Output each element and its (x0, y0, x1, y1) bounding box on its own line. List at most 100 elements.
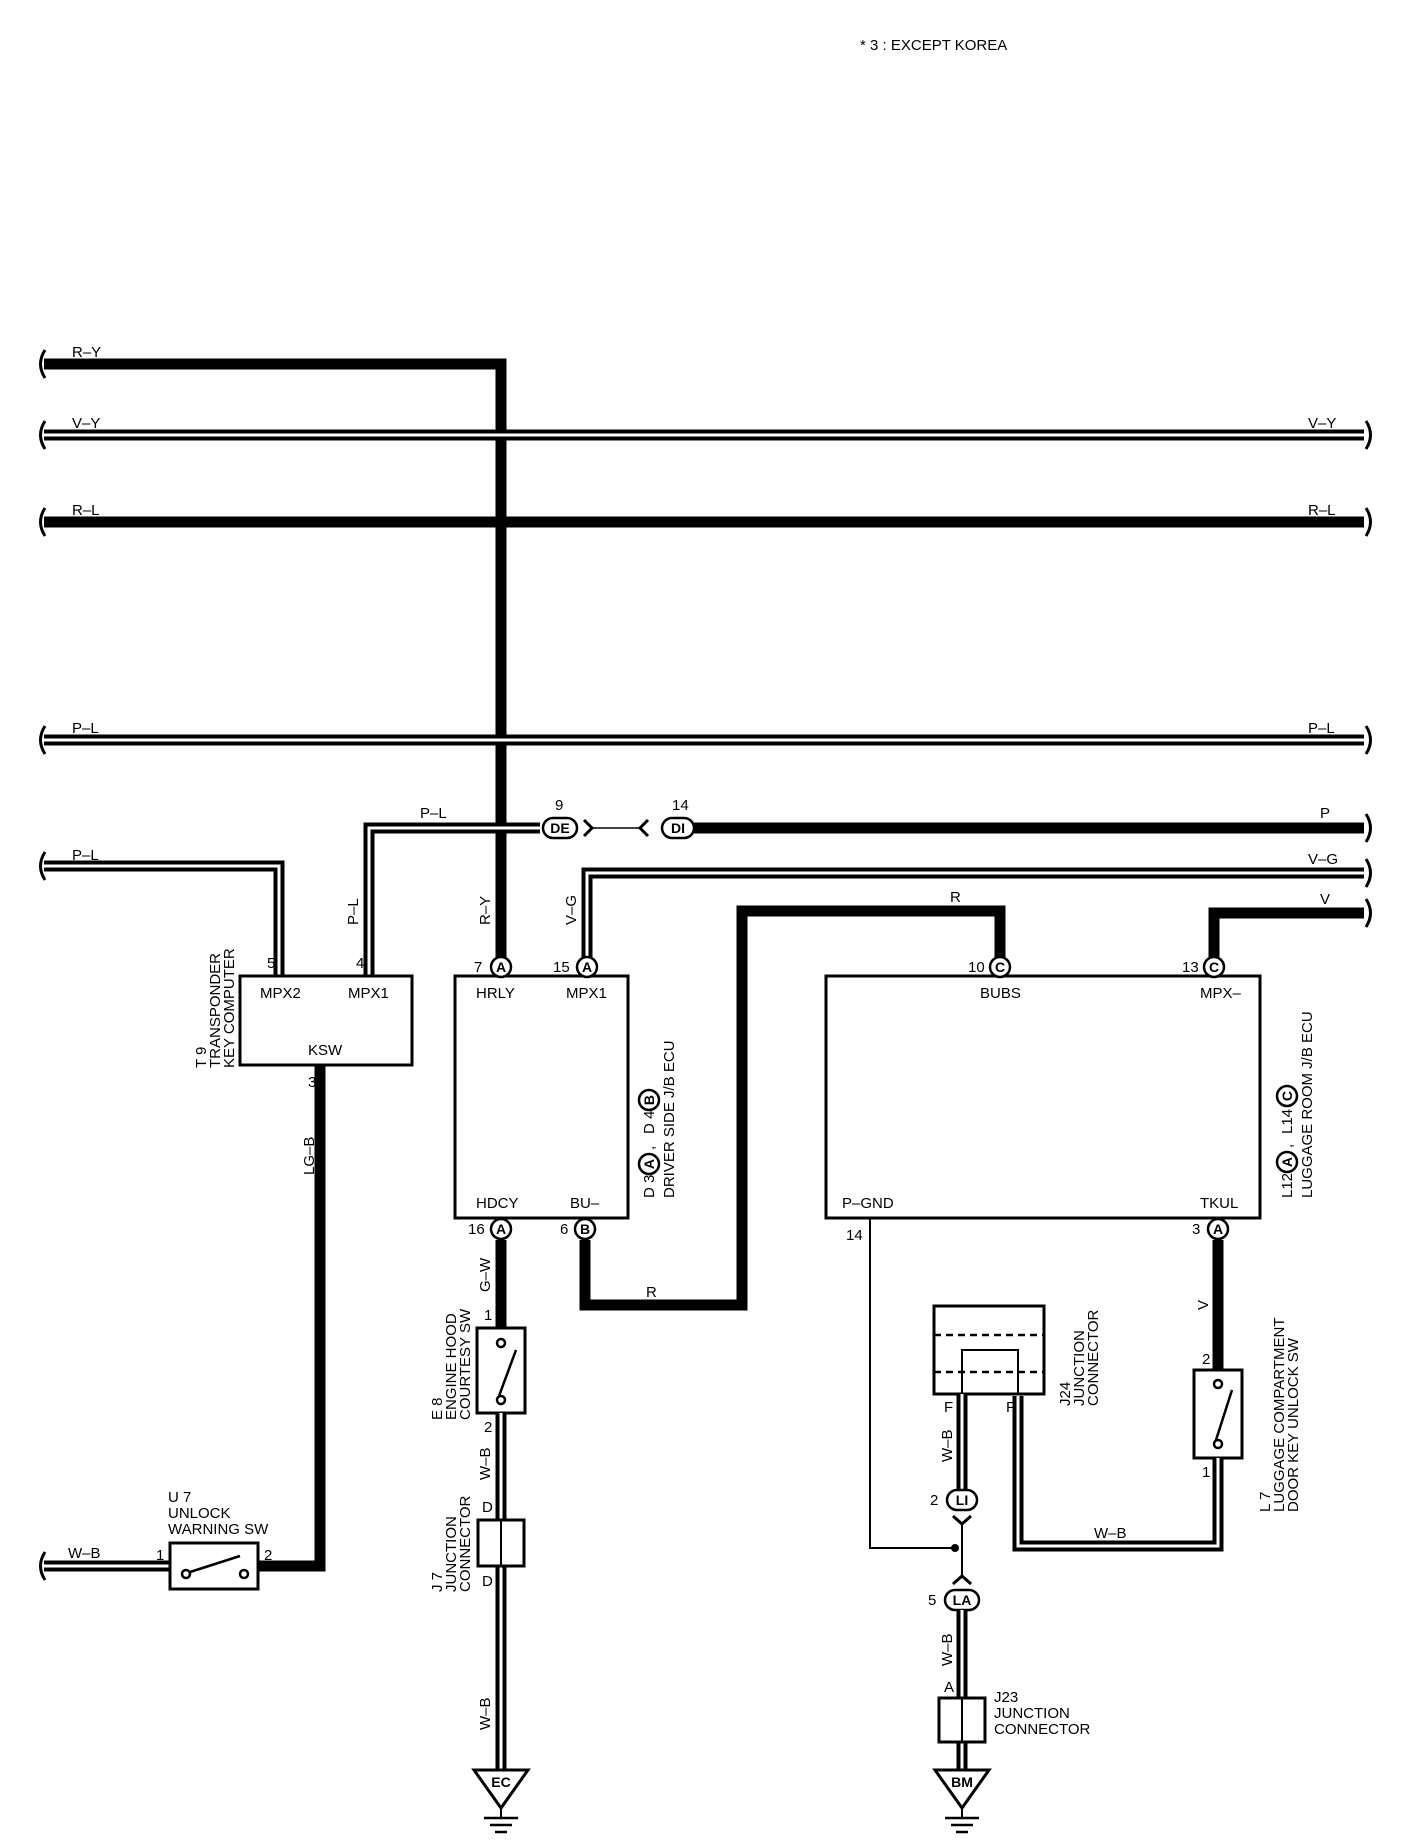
hood-sw-name-1: ENGINE HOOD (443, 1313, 460, 1420)
driver-ecu-d4: D 4 (641, 1111, 658, 1134)
pin-14-di: 14 (672, 797, 689, 814)
wire-p-l-main: P–L P–L (39, 720, 1372, 755)
pin-f-right: F (1006, 1399, 1015, 1416)
wire-g-w: G–W (477, 1240, 507, 1328)
driver-ecu-pins: A 7 A 15 A 16 B 6 (468, 955, 599, 1241)
wire-label-p-l-left: P–L (72, 720, 99, 737)
wire-w-b-luggage: W–B (1012, 1396, 1224, 1552)
driver-pin-a-7: A (496, 959, 506, 975)
pin-3-transponder: 3 (308, 1074, 316, 1091)
pin-14-pgnd: 14 (846, 1227, 863, 1244)
wire-label-p-l-vertical: P–L (345, 898, 362, 925)
note: * 3 : EXCEPT KOREA (860, 37, 1007, 54)
j23-code: J23 (994, 1689, 1018, 1706)
connector-de-label: DE (550, 820, 569, 836)
terminal-mpx-minus: MPX– (1200, 985, 1242, 1002)
pin-2-hood: 2 (484, 1419, 492, 1436)
j7-code: J 7 (429, 1572, 446, 1592)
pin-d-bottom: D (482, 1573, 493, 1590)
unlock-sw-code: U 7 (168, 1489, 191, 1506)
driver-ecu-comma: , (641, 1146, 658, 1150)
j24-name-2: CONNECTOR (1085, 1309, 1102, 1406)
j23-name-2: CONNECTOR (994, 1721, 1091, 1738)
wire-label-v-tkul: V (1195, 1300, 1212, 1310)
connector-de-di: DE DI 9 14 (541, 797, 696, 840)
luggage-ecu-comma: , (1279, 1144, 1296, 1148)
wire-p-l-mpx1: P–L P–L (345, 805, 540, 975)
pin-1-luggage-sw: 1 (1202, 1464, 1210, 1481)
junction-connector-j7: D D J 7 JUNCTION CONNECTOR (429, 1495, 526, 1592)
wire-v-g: V–G V–G (563, 851, 1372, 960)
luggage-ecu-l12: L12 (1279, 1173, 1296, 1198)
transponder-code: T 9 (193, 1047, 210, 1068)
luggage-pin-c-10: C (995, 959, 1005, 975)
terminal-p-gnd: P–GND (842, 1195, 894, 1212)
pin-7: 7 (474, 959, 482, 976)
wire-label-r-y-vertical: R–Y (477, 896, 494, 925)
pin-a-j23: A (944, 1679, 954, 1696)
unlock-warning-switch: W–B 1 2 U 7 UNLOCK WARNING SW (39, 1489, 272, 1591)
wire-label-p-l-top: P–L (420, 805, 447, 822)
pin-4-transponder: 4 (356, 955, 364, 972)
luggage-sw-name-1: LUGGAGE COMPARTMENT (1271, 1318, 1288, 1512)
pin-2-unlock: 2 (264, 1547, 272, 1564)
pin-3-tkul: 3 (1192, 1221, 1200, 1238)
wire-lg-b: LG–B (258, 1066, 326, 1572)
pin-1-hood: 1 (484, 1307, 492, 1324)
wire-label-r-y: R–Y (72, 344, 101, 361)
luggage-sw-name-2: DOOR KEY UNLOCK SW (1285, 1337, 1302, 1512)
wire-v: V (1208, 891, 1372, 960)
driver-pin-a-15: A (582, 959, 592, 975)
wire-r: R R (579, 889, 1006, 1311)
luggage-ecu-c-marker: C (1279, 1091, 1295, 1101)
connector-la-label: LA (953, 1592, 972, 1608)
ground-bm: BM (932, 1768, 992, 1834)
wire-label-r-top: R (950, 889, 961, 906)
driver-side-jb-ecu: HRLY MPX1 HDCY BU– D 3 A , D 4 B DRIVER … (453, 974, 678, 1220)
hood-sw-code: E 8 (429, 1397, 446, 1420)
driver-ecu-a-marker: A (641, 1159, 657, 1169)
wire-w-b-hood: W–B W–B (477, 1413, 507, 1770)
terminal-bu: BU– (570, 1195, 600, 1212)
terminal-mpx2: MPX2 (260, 985, 301, 1002)
luggage-pin-c-13: C (1209, 959, 1219, 975)
wire-label-w-b-la: W–B (939, 1633, 956, 1666)
j23-name-1: JUNCTION (994, 1705, 1070, 1722)
pin-10: 10 (968, 959, 985, 976)
wire-label-p-l-mpx2: P–L (72, 847, 99, 864)
wire-label-lg-b: LG–B (301, 1137, 318, 1175)
wire-label-w-b-luggage: W–B (1094, 1525, 1127, 1542)
wire-p: P (694, 805, 1372, 843)
terminal-mpx1-driver: MPX1 (566, 985, 607, 1002)
wire-label-w-b-unlock: W–B (68, 1545, 101, 1562)
luggage-ecu-l14: L14 (1279, 1109, 1296, 1134)
wire-label-g-w: G–W (477, 1257, 494, 1292)
hood-sw-name-2: COURTESY SW (457, 1308, 474, 1420)
pin-9: 9 (555, 797, 563, 814)
connector-la: LA 5 (928, 1588, 981, 1612)
j7-name-1: JUNCTION (443, 1516, 460, 1592)
wire-label-v-g-right: V–G (1308, 851, 1338, 868)
wire-r-l: R–L R–L (39, 502, 1372, 537)
pin-5-la: 5 (928, 1592, 936, 1609)
luggage-pin-a-3: A (1213, 1221, 1223, 1237)
pin-d-top: D (482, 1499, 493, 1516)
ground-bm-label: BM (951, 1774, 973, 1790)
pin-15: 15 (553, 959, 570, 976)
driver-pin-a-16: A (496, 1221, 506, 1237)
wire-p-l-mpx2: P–L (39, 847, 285, 975)
pin-2-li: 2 (930, 1492, 938, 1509)
terminal-mpx1-transponder: MPX1 (348, 985, 389, 1002)
connector-li: LI 2 (930, 1488, 979, 1586)
terminal-bubs: BUBS (980, 985, 1021, 1002)
wire-label-w-b-hood: W–B (477, 1447, 494, 1480)
wire-p-gnd (869, 1218, 959, 1552)
terminal-hrly: HRLY (476, 985, 515, 1002)
wire-w-b-la: W–B (939, 1610, 968, 1770)
connector-di-label: DI (671, 820, 685, 836)
driver-ecu-d3: D 3 (641, 1175, 658, 1198)
junction-connector-j23: A J23 JUNCTION CONNECTOR (937, 1679, 1091, 1744)
wire-label-w-b-ec: W–B (477, 1697, 494, 1730)
wire-label-p-l-right: P–L (1308, 720, 1335, 737)
